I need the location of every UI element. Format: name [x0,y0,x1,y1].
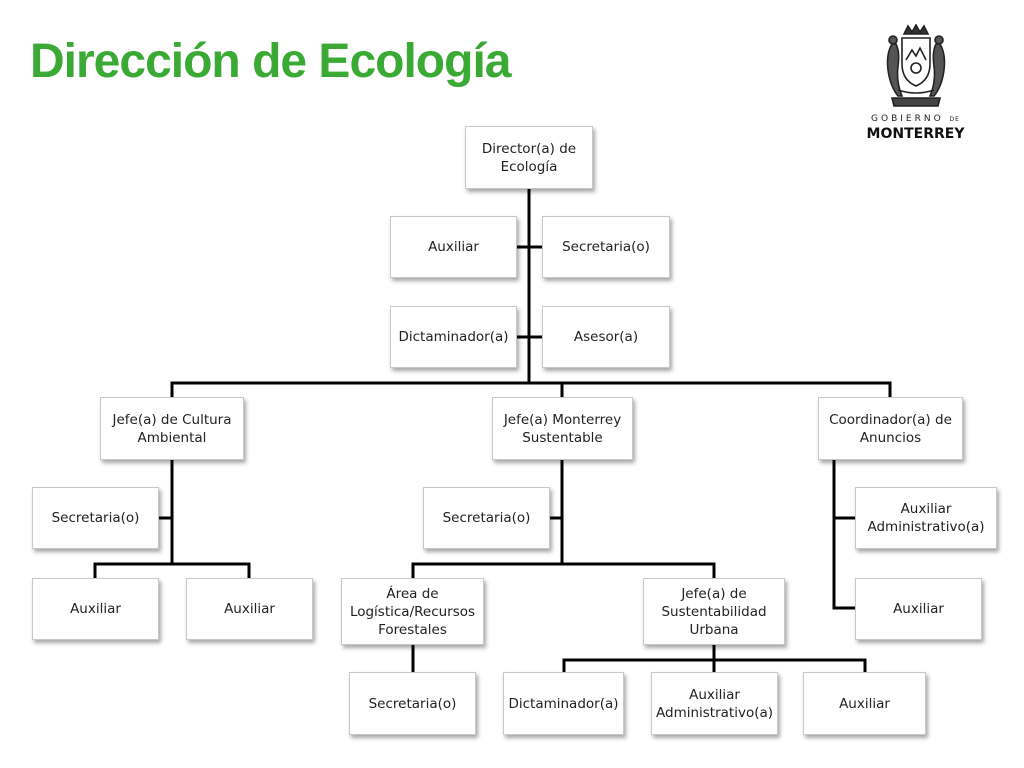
node-anuncios-auxiliar: Auxiliar [855,578,982,640]
node-cultura-auxiliar-2: Auxiliar [186,578,313,640]
node-jefe-sustentabilidad: Jefe(a) de Sustentabilidad Urbana [643,578,785,645]
node-staff-auxiliar: Auxiliar [390,216,517,278]
node-logistica-secretaria: Secretaria(o) [349,672,476,735]
node-monterrey-secretaria: Secretaria(o) [423,487,550,549]
node-anuncios-auxiliar-admin: Auxiliar Administrativo(a) [855,487,997,549]
logo-line1: GOBIERNO [871,114,944,124]
node-coordinador-anuncios: Coordinador(a) de Anuncios [818,397,963,460]
node-area-logistica: Área de Logística/Recursos Forestales [341,578,484,645]
logo-line1-small: DE [949,116,960,123]
node-staff-secretaria: Secretaria(o) [542,216,670,278]
node-jefe-monterrey: Jefe(a) Monterrey Sustentable [492,397,633,460]
node-sust-auxiliar-admin: Auxiliar Administrativo(a) [651,672,778,735]
node-sust-dictaminador: Dictaminador(a) [503,672,624,735]
node-director: Director(a) de Ecología [465,126,593,189]
node-staff-dictaminador: Dictaminador(a) [390,306,517,368]
node-staff-asesor: Asesor(a) [542,306,670,368]
node-cultura-secretaria: Secretaria(o) [32,487,159,549]
node-sust-auxiliar: Auxiliar [803,672,926,735]
coat-of-arms-icon [886,24,946,107]
node-cultura-auxiliar-1: Auxiliar [32,578,159,640]
page-title: Dirección de Ecología [30,35,511,88]
node-jefe-cultura: Jefe(a) de Cultura Ambiental [100,397,244,460]
gobierno-monterrey-logo: GOBIERNO DE MONTERREY [858,24,973,146]
logo-line2: MONTERREY [866,126,965,142]
